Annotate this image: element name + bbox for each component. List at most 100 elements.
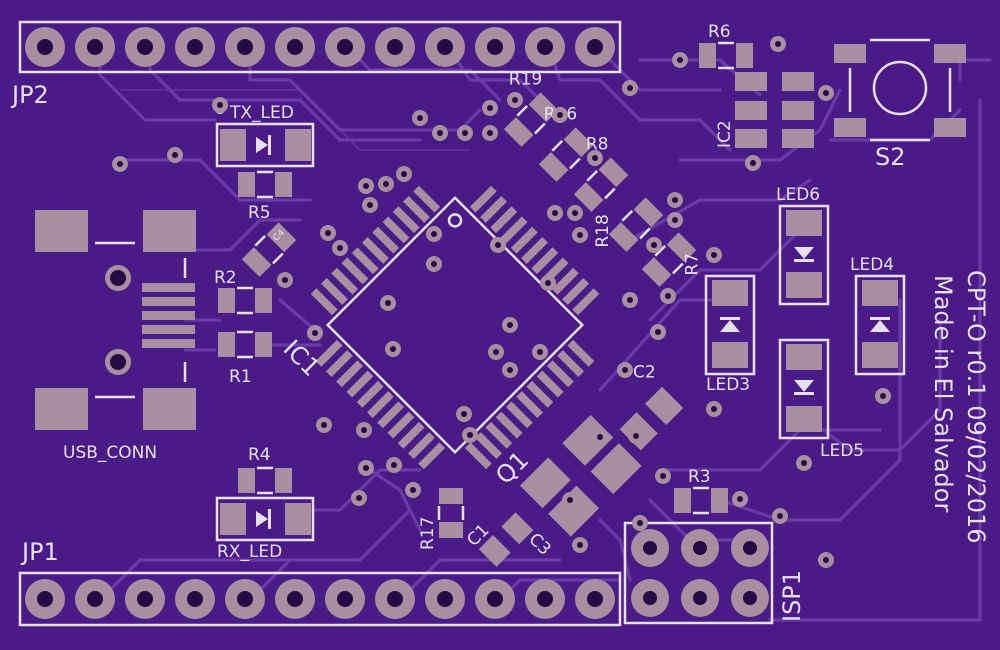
ic1-pin-pad	[362, 236, 389, 264]
rx-led-label: RX_LED	[217, 542, 282, 562]
via-hole	[737, 496, 743, 502]
via-hole	[567, 497, 573, 503]
via-hole	[487, 130, 493, 136]
ic1-pin-pad	[475, 432, 503, 459]
via-hole	[361, 427, 367, 433]
via-hole	[627, 297, 633, 303]
via-hole	[552, 210, 558, 216]
via-hole	[467, 432, 473, 438]
r8-label: R8	[586, 135, 609, 155]
q1: Q1	[490, 414, 642, 537]
tx-led-label: TX_LED	[229, 103, 294, 123]
r2: R2	[214, 268, 272, 315]
ic1-pin-pad	[526, 380, 554, 408]
via-hole	[462, 130, 468, 136]
jp1-pins	[25, 579, 615, 619]
via-hole	[461, 411, 467, 417]
r6: R6	[699, 22, 753, 70]
via-hole	[597, 434, 603, 440]
ic1-pin-pad	[418, 442, 446, 470]
via-hole	[410, 487, 416, 493]
r7: R7	[641, 232, 703, 287]
led4: LED4	[850, 255, 906, 376]
via-hole	[775, 41, 781, 47]
isp-header: ISP1	[623, 521, 806, 625]
r3-label: R3	[688, 467, 711, 487]
ic1-pin-pad	[505, 401, 533, 429]
ic1-pin-pad	[562, 277, 589, 305]
jp2-label: JP2	[10, 81, 49, 109]
isp-label: ISP1	[778, 570, 806, 622]
led5: LED5	[778, 338, 864, 461]
via-hole	[282, 277, 288, 283]
via-hole	[391, 462, 397, 468]
ic1-pin-pad	[403, 195, 430, 223]
ic1-pin-pad	[341, 257, 369, 285]
jp2-outline	[18, 20, 622, 74]
ic1-pin-pad	[346, 370, 374, 398]
via-hole	[537, 349, 543, 355]
via-hole	[401, 171, 407, 177]
r17: R17	[418, 488, 465, 550]
via-hole	[172, 152, 178, 158]
via-hole	[507, 322, 513, 328]
via-hole	[655, 329, 661, 335]
via-hole	[633, 433, 639, 439]
ic1-pin-pad	[377, 401, 405, 429]
ic1-pin-pad	[413, 185, 441, 213]
via-hole	[750, 160, 756, 166]
usb-connector: USB_CONN	[35, 210, 196, 463]
s2-button: S2	[834, 38, 966, 171]
r17-label: R17	[418, 517, 438, 550]
r8: R8	[573, 135, 629, 212]
via-hole	[711, 252, 717, 258]
led3-label: LED3	[706, 375, 750, 395]
c2-label: C2	[633, 363, 656, 383]
via-hole	[487, 105, 493, 111]
via-hole	[592, 155, 598, 161]
jp1-header: JP1	[18, 538, 622, 627]
r18: R18	[593, 197, 664, 252]
via-hole	[383, 181, 389, 187]
ic1-pin-pad	[407, 432, 435, 459]
ic1-pin-pad	[366, 391, 394, 418]
via-hole	[312, 330, 318, 336]
ic1-pin-pad	[397, 421, 425, 449]
via-hole	[363, 183, 369, 189]
s2-label: S2	[875, 143, 906, 171]
ic1-pin-pad	[321, 277, 348, 305]
ic2: IC2	[715, 72, 814, 148]
ic1-pin-pad	[480, 195, 507, 223]
via-hole	[577, 542, 583, 548]
ic1-pin-pad	[485, 421, 513, 449]
via-hole	[880, 393, 886, 399]
via-hole	[801, 460, 807, 466]
ic1-pin-pad	[536, 370, 564, 398]
jp2-header: JP2	[10, 20, 622, 109]
ic1-pin-pad	[336, 360, 364, 388]
ic1-pin-pad	[546, 360, 574, 388]
via-hole	[665, 293, 671, 299]
ic1-pin-pad	[531, 247, 559, 275]
board-text: CPT-O r0.1 09/02/2016 Made in El Salvado…	[929, 270, 990, 544]
via-hole	[385, 300, 391, 306]
ic1-pin-pad	[315, 339, 343, 367]
r7-label: R7	[683, 253, 703, 276]
led6-label: LED6	[776, 185, 820, 205]
ic1-pin-pad	[567, 339, 595, 367]
r2-label: R2	[214, 268, 237, 288]
ic1-pin-pad	[464, 442, 492, 470]
led6: LED6	[776, 185, 830, 306]
r1: R1	[218, 330, 272, 387]
via-hole	[321, 422, 327, 428]
r1-label: R1	[229, 367, 252, 387]
via-hole	[823, 90, 829, 96]
jp1-outline	[18, 571, 622, 627]
r3: R3	[674, 467, 728, 515]
ic1-pin-pad	[372, 226, 400, 254]
r6-label: R6	[708, 22, 731, 42]
via-hole	[390, 346, 396, 352]
ic1-pin-pad	[382, 216, 410, 244]
ic1-pin-pad	[572, 288, 600, 316]
